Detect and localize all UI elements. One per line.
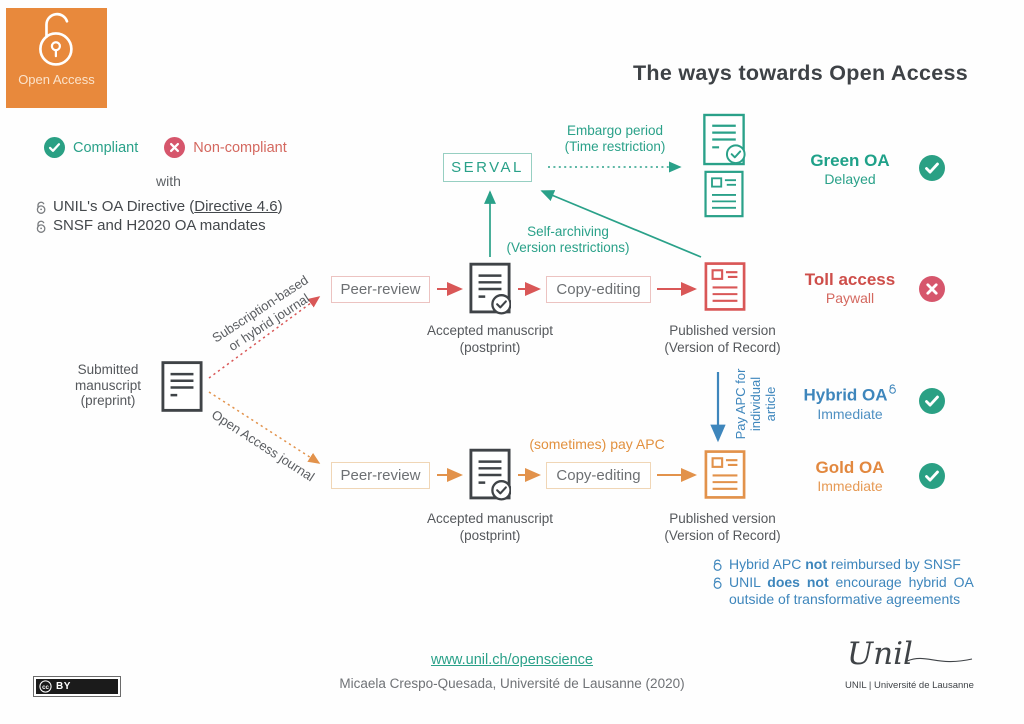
accepted-manuscript-label-bottom: Accepted manuscript (postprint) — [426, 511, 554, 543]
outcome-hybrid-oa: Hybrid OA Immediate — [794, 383, 906, 423]
copy-editing-box-top: Copy-editing — [546, 276, 651, 303]
embargo-label: Embargo period (Time restriction) — [564, 123, 666, 154]
accepted-manuscript-label-top: Accepted manuscript (postprint) — [426, 323, 554, 355]
unil-logo-caption: UNIL | Université de Lausanne — [845, 680, 974, 691]
badge-label: Open Access — [18, 72, 95, 87]
peer-review-box-bottom: Peer-review — [331, 462, 430, 489]
lock-bullet-icon — [36, 201, 46, 214]
outcome-gold-oa: Gold OA Immediate — [815, 458, 885, 494]
legend: Compliant Non-compliant — [44, 137, 287, 158]
legend-non-compliant-label: Non-compliant — [193, 139, 287, 156]
archived-published-icon — [704, 170, 744, 218]
sometimes-pay-apc-label: (sometimes) pay APC — [529, 436, 665, 452]
open-access-badge: Open Access — [6, 8, 107, 108]
lock-superscript-icon — [888, 384, 896, 394]
check-icon — [919, 388, 945, 414]
lock-bullet-icon — [713, 559, 722, 572]
archived-postprint-icon — [703, 113, 746, 166]
outcome-green-oa: Green OA Delayed — [810, 151, 890, 187]
svg-text:Unil: Unil — [847, 636, 913, 672]
mandate-unil: UNIL's OA Directive (Directive 4.6) — [35, 197, 283, 216]
cc-by-label: BY — [56, 681, 71, 692]
page-title: The ways towards Open Access — [632, 61, 968, 85]
mandate-snsf: SNSF and H2020 OA mandates — [35, 216, 283, 235]
notes-block: Hybrid APC not reimbursed by SNSF UNIL d… — [712, 556, 974, 609]
directive-link[interactable]: Directive 4.6 — [194, 198, 278, 215]
outcome-toll-access: Toll access Paywall — [804, 270, 896, 306]
check-icon — [919, 155, 945, 181]
cross-icon — [164, 137, 186, 158]
published-version-label-top: Published version (Version of Record) — [664, 323, 781, 355]
copy-editing-box-bottom: Copy-editing — [546, 462, 651, 489]
cc-by-badge: cc BY — [33, 676, 121, 697]
unil-logo: Unil UNIL | Université de Lausanne — [845, 634, 975, 691]
mandate-snsf-label: SNSF and H2020 OA mandates — [53, 217, 266, 234]
submitted-manuscript-label: Submitted manuscript (preprint) — [74, 362, 142, 408]
published-document-icon-bottom — [704, 450, 746, 499]
cross-icon — [919, 276, 945, 302]
legend-compliant-label: Compliant — [73, 139, 139, 156]
open-lock-icon — [38, 12, 73, 66]
mandate-unil-pre: UNIL's OA Directive ( — [53, 198, 195, 215]
postprint-document-icon-top — [469, 262, 511, 315]
self-archiving-label: Self-archiving (Version restrictions) — [506, 224, 630, 255]
note-unil-hybrid: UNIL does not encourage hybrid OA — [712, 574, 974, 592]
published-document-icon-top — [704, 262, 746, 311]
route-oa-label: Open Access journal — [209, 406, 318, 485]
lock-bullet-icon — [36, 220, 46, 233]
legend-non-compliant: Non-compliant — [164, 137, 287, 158]
mandates-list: UNIL's OA Directive (Directive 4.6) SNSF… — [35, 197, 283, 235]
openscience-url[interactable]: www.unil.ch/openscience — [430, 652, 593, 668]
lock-bullet-icon — [713, 577, 722, 589]
check-icon — [44, 137, 65, 158]
mandate-unil-post: ) — [277, 198, 283, 215]
peer-review-box-top: Peer-review — [331, 276, 430, 303]
pay-apc-label: Pay APC for individual article — [732, 368, 778, 440]
unil-script-icon: Unil — [847, 636, 973, 672]
svg-text:cc: cc — [42, 684, 49, 691]
postprint-document-icon-bottom — [469, 448, 511, 501]
serval-box: SERVAL — [443, 153, 532, 182]
note-transformative: outside of transformative agreements — [729, 591, 961, 607]
with-label: with — [156, 173, 181, 189]
note-hybrid-apc: Hybrid APC not reimbursed by SNSF — [712, 556, 974, 574]
credit-line: Micaela Crespo-Quesada, Université de La… — [339, 676, 685, 691]
preprint-document-icon — [161, 361, 203, 412]
route-subscription-label: Subscription-based or hybrid journal — [209, 272, 312, 354]
legend-compliant: Compliant — [44, 137, 138, 158]
check-icon — [919, 463, 945, 489]
published-version-label-bottom: Published version (Version of Record) — [664, 511, 781, 543]
cc-icon: cc — [39, 680, 52, 693]
